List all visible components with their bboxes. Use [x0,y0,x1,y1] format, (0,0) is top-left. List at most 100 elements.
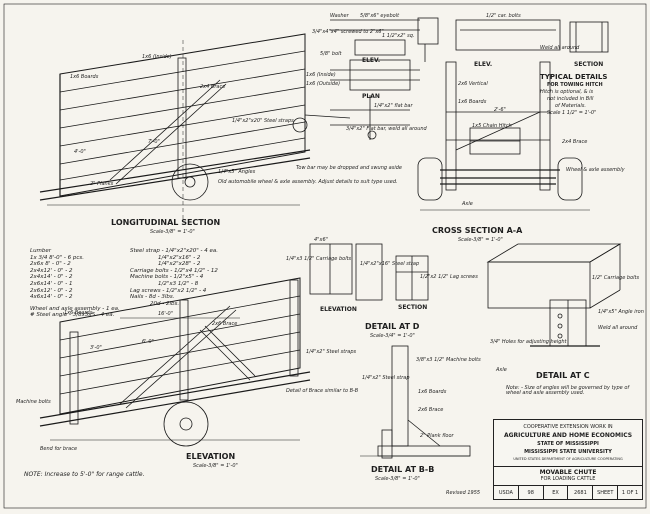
bill-line: Steel strap - 1/4"x2"x20" - 4 ea. [130,248,218,254]
label-boards-b: 1x6 Boards [418,389,447,395]
typical-details-sub3: not included in Bill [547,96,594,102]
bill-line: Nails - 8d - 3lbs. [130,294,175,301]
dim-2-6: 2'-6" [494,107,506,113]
bill-line: 2x4x12' - 0" - 2 [30,267,73,274]
dim-3-0: 3'-0" [90,345,102,351]
typical-details-title: TYPICAL DETAILS [540,73,608,81]
label-weld: Weld all around [540,45,580,51]
label-steel-brace: 1/4"x2"x20" Steel straps [232,118,294,124]
label-planks: 2" Planks [90,181,114,187]
label-washer: Washer [330,13,349,19]
bill-line: 2x6x14' - 0" - 1 [30,280,73,287]
detail-d-title: DETAIL AT D [365,322,420,331]
cross-section-scale: Scale-3/8" = 1'-0" [458,237,503,243]
dim-7-0: 7'-0" [148,139,160,145]
tb-footer-cell: USDA [494,486,519,500]
bill-line: Machine bolts - 1/2"x5" - 4 [130,274,204,281]
label-axle-c: Axle [496,367,507,373]
label-steel-strap-d: 1/4"x2"x16" Steel strap [360,261,420,267]
hitch-elev-view [417,17,609,62]
tb-line4: MISSISSIPPI STATE UNIVERSITY [524,449,612,455]
detail-c-title: DETAIL AT C [536,371,590,380]
detail-d-view [309,243,429,301]
label-bolt-5-8: 5/8" bolt [320,51,342,57]
longitudinal-section-scale: Scale-3/8" = 1'-0" [150,229,195,235]
tb-line2: AGRICULTURE AND HOME ECONOMICS [503,432,633,439]
label-steel-strap-b: 1/4"x2" Steel strap [362,375,410,381]
label-plank-floor: 2" Plank floor [420,433,454,439]
detail-c-view [486,243,622,347]
label-angles: 1/4"x5" Angles [218,169,256,175]
label-tow-bar: Tow bar may be dropped and swung aside [296,165,402,171]
typical-details-sub4: of Materials. [555,103,586,109]
tb-footer-cell: 1 OF 1 [621,490,639,496]
tb-footer-cell: EX [544,486,569,500]
label-2x4-brace: 2x4 Brace [200,84,226,90]
bill-line: 1x 3/4 8'-0" - 6 pcs. [30,254,84,261]
label-bend-for-brace: Bend for brace [40,446,78,452]
dim-4-0: 4'-0" [74,149,86,155]
label-1x6-boards-c: 1x6 Boards [458,99,487,105]
label-machine-bolts: Machine bolts [16,399,51,405]
section-label-hitch: SECTION [574,61,604,68]
longitudinal-section-view [39,33,351,220]
detail-bb-scale: Scale-3/8" = 1'-0" [375,476,420,482]
label-chain-hitch: 1x5 Chain Hitch [472,123,512,129]
tb-line3: STATE OF MISSISSIPPI [537,441,599,447]
tb-footer-cell: SHEET [593,486,619,500]
bill-of-materials-right: Steel strap - 1/4"x2"x20" - 4 ea. 1/4"x2… [130,248,218,307]
label-steel-straps-e: 1/4"x2" Steel straps [306,349,357,355]
tb-line5: UNITED STATES DEPARTMENT OF AGRICULTURE … [513,457,623,461]
plan-label: PLAN [362,93,380,100]
label-weld-all: Weld all around [598,325,638,331]
label-1x6-outside-plan: 1x6 (Outside) [306,81,341,87]
label-detail-of-brace: Detail of Brace similar to B-B [286,388,359,394]
label-4x6-d: 4"x6" [314,237,328,243]
bill-line: 2x4x14' - 0" - 2 [30,274,73,281]
bill-line: # Steel angle - 3/8x5x5 - 4 ea. [30,312,115,319]
dim-6-0: 6'-0" [142,339,154,345]
elev-label-2: ELEV. [474,61,493,68]
bill-line: 20d - 2lbs. [150,300,180,307]
typical-details-scale: Scale 1 1/2" = 1'-0" [547,110,597,116]
tb-line1: COOPERATIVE EXTENSION WORK IN [523,424,613,430]
label-1x6-boards-e: 1x6 Boards [64,310,93,316]
label-brace-b: 2x6 Brace [418,407,444,413]
elevation-view [39,277,311,447]
cross-section-view [417,61,590,211]
label-machine-bolts-b: 3/8"x3 1/2" Machine bolts [416,357,481,363]
label-old-auto: Old automobile wheel & axle assembly. Ad… [218,179,398,185]
label-flat-bar-weld: 3/4"x2" Flat bar, weld all around [346,126,427,132]
bill-line: 2x6x 8' - 0" - 2 [30,261,71,268]
label-1x6-inside: 1x6 (Inside) [142,54,172,60]
label-lag-screws: 1/2"x2 1/2" Lag screws [420,274,478,280]
elev-label: ELEV. [362,57,381,64]
bill-line: 1/4"x2"x28" - 2 [158,261,201,268]
typical-details-sub1: FOR TOWING HITCH [547,82,603,88]
bill-line: 4x6x14' - 0" - 2 [30,294,73,301]
hitch-plan-view [330,19,420,140]
tb-footer-cell: 2681 [568,486,594,500]
title-block: COOPERATIVE EXTENSION WORK IN AGRICULTUR… [493,419,643,500]
label-flat-bar-top: 1/4"x2" flat bar [374,103,413,109]
label-2x4-brace-c: 2x4 Brace [562,139,588,145]
tb-footer: USDA 98 EX 2681 SHEET 1 OF 1 [494,485,642,500]
detail-bb-title: DETAIL AT B-B [371,465,435,474]
label-2x6-brace-e: 2x6 Brace [212,321,238,327]
tb-drawing-sub: FOR LOADING CATTLE [540,476,596,482]
longitudinal-section-title: LONGITUDINAL SECTION [111,218,221,227]
elevation-small-label: ELEVATION [320,306,357,313]
label-holes-height: 3/4" Holes for adjusting height [490,339,567,345]
elevation-title: ELEVATION [186,452,236,461]
bill-line: Wheel and axle assembly - 1 ea. [30,305,120,312]
label-car-bolts-top: 1/2" car. bolts [486,13,521,19]
label-sq: 1 1/2"x2" sq. [382,33,415,39]
typical-details-sub2: Hitch is optional, & is [540,89,594,95]
label-screwed: 3/4"x4"x4" screwed to 2"x6" [312,29,384,35]
bill-line: Carriage bolts - 1/2"x4 1/2" - 12 [130,267,218,274]
label-carriage-bolts-c: 1/2" Carriage bolts [592,275,640,281]
bill-line: 1/4"x2"x16" - 2 [158,254,201,261]
revised-date: Revised 1955 [446,490,481,496]
